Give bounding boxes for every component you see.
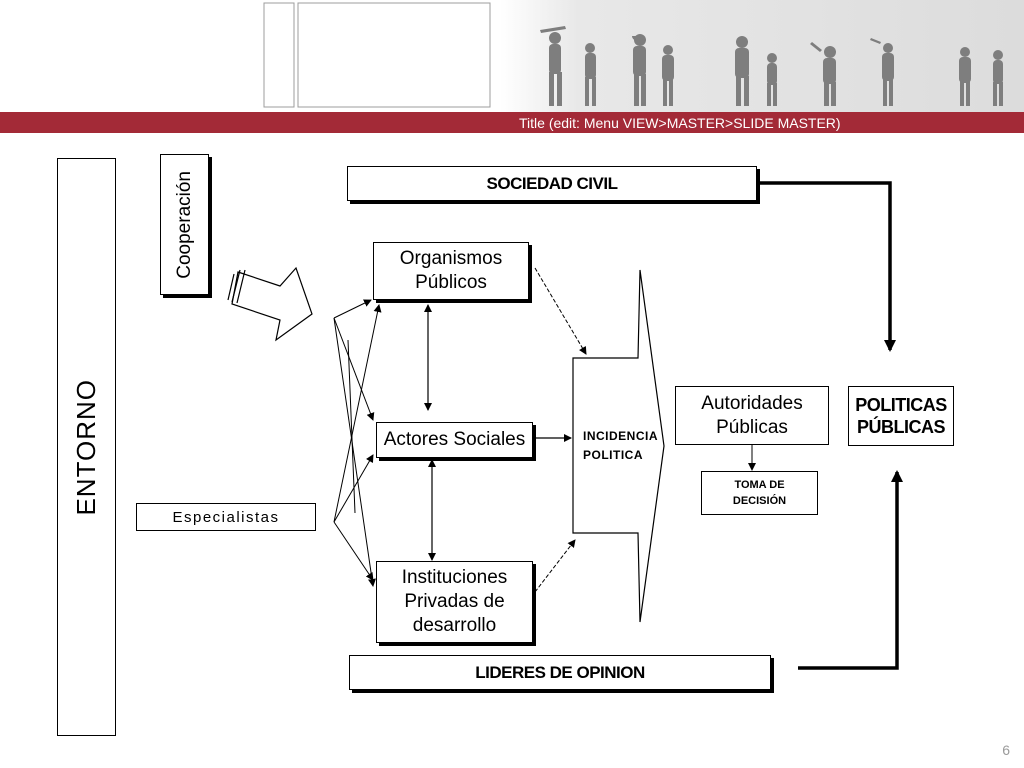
incidencia-politica-label: INCIDENCIA POLITICA bbox=[583, 427, 663, 465]
autoridades-line1: Autoridades bbox=[701, 392, 803, 414]
lideres-de-opinion-box: LIDERES DE OPINION bbox=[349, 655, 771, 690]
sociedad-civil-label: SOCIEDAD CIVIL bbox=[486, 173, 618, 193]
politicas-line2: PÚBLICAS bbox=[856, 417, 946, 437]
incidencia-line1: INCIDENCIA bbox=[583, 429, 659, 443]
especialistas-label: Especialistas bbox=[172, 508, 280, 526]
autoridades-line2: Públicas bbox=[716, 416, 788, 438]
slide-number: 6 bbox=[1002, 742, 1010, 758]
instituciones-line1: Instituciones bbox=[401, 567, 508, 588]
silhouettes-illustration bbox=[540, 26, 1003, 106]
politicas-line1: POLITICAS bbox=[855, 395, 947, 415]
instituciones-line3: desarrollo bbox=[412, 615, 497, 636]
instituciones-privadas-box: Instituciones Privadas de desarrollo bbox=[376, 561, 533, 643]
organismos-publicos-box: Organismos Públicos bbox=[373, 242, 529, 300]
cooperacion-box: Cooperación bbox=[160, 154, 209, 295]
organismos-line2: Públicos bbox=[415, 272, 487, 293]
lideres-de-opinion-label: LIDERES DE OPINION bbox=[475, 662, 645, 682]
title-bar: Title (edit: Menu VIEW>MASTER>SLIDE MAST… bbox=[0, 112, 1024, 133]
header-banner bbox=[263, 0, 1024, 112]
sociedad-civil-box: SOCIEDAD CIVIL bbox=[347, 166, 757, 201]
incidencia-line2: POLITICA bbox=[583, 448, 643, 462]
organismos-line1: Organismos bbox=[399, 248, 503, 269]
instituciones-line2: Privadas de bbox=[404, 591, 505, 612]
autoridades-publicas-box: Autoridades Públicas bbox=[675, 386, 829, 445]
toma-line1: TOMA DE bbox=[734, 479, 785, 491]
especialistas-box: Especialistas bbox=[136, 503, 316, 531]
toma-de-decision-box: TOMA DE DECISIÓN bbox=[701, 471, 818, 515]
entorno-box: ENTORNO bbox=[57, 158, 116, 736]
toma-line2: DECISIÓN bbox=[732, 495, 787, 507]
actores-sociales-box: Actores Sociales bbox=[376, 422, 533, 458]
slide-title-placeholder[interactable]: Title (edit: Menu VIEW>MASTER>SLIDE MAST… bbox=[519, 115, 841, 131]
actores-sociales-label: Actores Sociales bbox=[383, 429, 526, 450]
cooperacion-block-arrow bbox=[227, 266, 313, 342]
politicas-publicas-box: POLITICAS PÚBLICAS bbox=[848, 386, 954, 446]
entorno-label: ENTORNO bbox=[71, 378, 101, 516]
cooperacion-label: Cooperación bbox=[173, 170, 195, 279]
